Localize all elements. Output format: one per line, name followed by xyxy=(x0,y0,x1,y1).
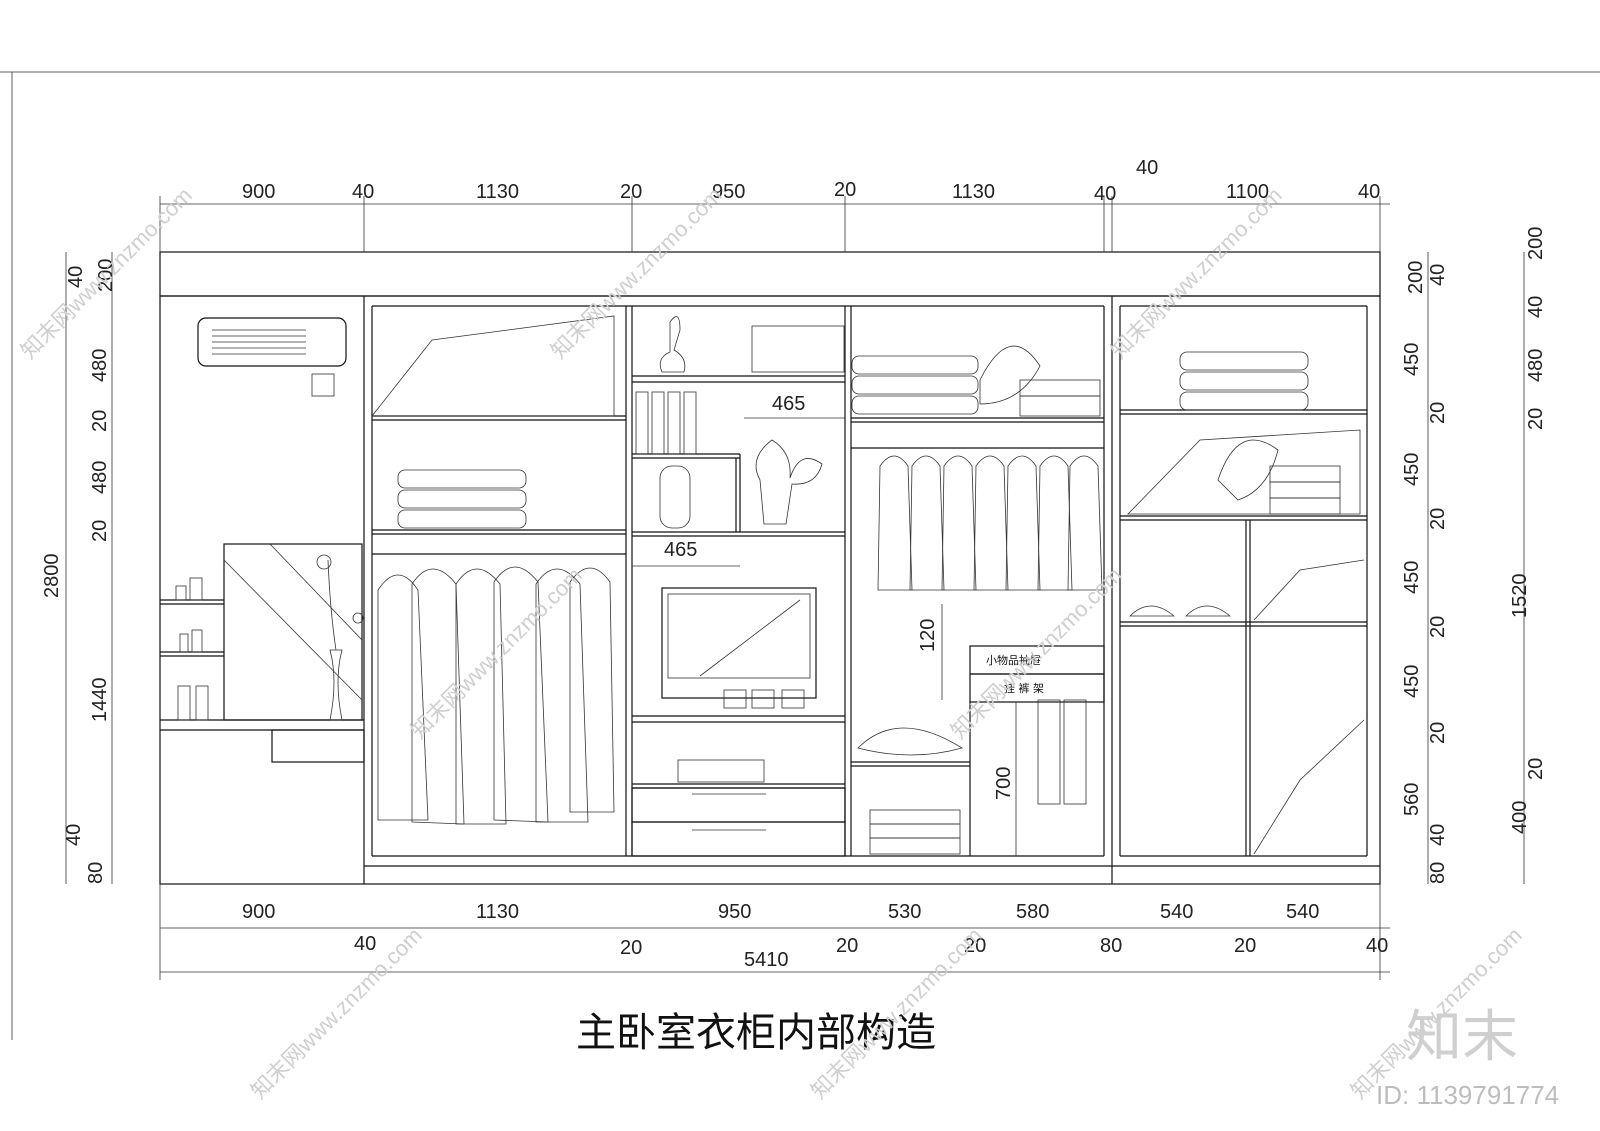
watermark-text-1: 知末网www.znzmo.com xyxy=(16,182,197,363)
dim-right-inner-10: 560 xyxy=(1401,783,1423,816)
dim-left-5: 20 xyxy=(89,520,111,542)
dvd-player xyxy=(677,759,765,783)
dim-left-0: 40 xyxy=(65,266,87,288)
dim-right-inner-3: 20 xyxy=(1427,402,1449,424)
dim-bottom2-1: 20 xyxy=(620,937,642,959)
dim-bottom1-1: 1130 xyxy=(476,901,519,923)
dim-top-0: 900 xyxy=(242,181,275,203)
dim-right-outer-4: 1520 xyxy=(1509,574,1531,619)
dim-left-6: 1440 xyxy=(89,678,111,723)
dim-left-7: 40 xyxy=(63,824,85,846)
dim-bottom1-3: 530 xyxy=(888,901,921,923)
air-conditioner xyxy=(197,317,347,367)
dim-overall-width: 5410 xyxy=(744,949,789,971)
dim-bottom1-5: 540 xyxy=(1160,901,1193,923)
vanity-section xyxy=(160,317,365,763)
rack-label: 挂 裤 架 xyxy=(1004,681,1044,695)
tv-drawer-2 xyxy=(631,821,846,857)
dim-top-7: 40 xyxy=(1094,183,1116,205)
right-outer-dimensions: 200 40 480 20 1520 20 400 xyxy=(1509,227,1547,834)
dim-bottom1-6: 540 xyxy=(1286,901,1319,923)
dim-right-inner-4: 450 xyxy=(1401,453,1423,486)
watermark-text-6: 知末网www.znzmo.com xyxy=(246,922,427,1103)
top-dimensions: 900 40 1130 20 950 20 1130 40 40 1100 40 xyxy=(242,157,1380,205)
dim-right-outer-0: 200 xyxy=(1525,227,1547,260)
television xyxy=(661,587,817,699)
dim-internal-2: 120 xyxy=(917,619,939,652)
cabinet-dividers xyxy=(363,296,1368,884)
tv-drawer-1 xyxy=(631,787,846,823)
dim-top-6: 1130 xyxy=(952,181,995,203)
dim-bottom1-4: 580 xyxy=(1016,901,1049,923)
dim-overall-height: 2800 xyxy=(41,554,63,599)
watermark-text-3: 知末网www.znzmo.com xyxy=(1106,182,1287,363)
dim-right-outer-3: 20 xyxy=(1525,408,1547,430)
dim-right-inner-7: 20 xyxy=(1427,616,1449,638)
wardrobe-outline xyxy=(159,295,1381,885)
dim-bottom2-0: 40 xyxy=(354,933,376,955)
hanging-section-1 xyxy=(371,315,626,825)
dim-top-4: 950 xyxy=(712,181,745,203)
dim-right-inner-2: 450 xyxy=(1401,343,1423,376)
trouser-rack xyxy=(969,673,1105,703)
internal-dimensions: 465 465 120 700 xyxy=(632,393,1017,856)
dim-right-inner-5: 20 xyxy=(1427,508,1449,530)
drawer-label: 小物品抽屉 xyxy=(986,653,1041,667)
dim-left-4: 480 xyxy=(89,461,111,494)
tv-section xyxy=(631,316,846,857)
dim-internal-3: 700 xyxy=(993,767,1015,800)
dim-right-inner-0: 200 xyxy=(1405,261,1427,294)
dim-bottom2-6: 40 xyxy=(1366,935,1388,957)
dim-bottom2-2: 20 xyxy=(836,935,858,957)
dim-internal-0: 465 xyxy=(772,393,805,415)
dim-top-5: 20 xyxy=(834,179,856,201)
dim-right-inner-11: 40 xyxy=(1427,824,1449,846)
dim-right-inner-1: 40 xyxy=(1427,264,1449,286)
right-column-section xyxy=(1120,351,1367,856)
dim-left-1: 200 xyxy=(95,259,117,292)
drawing-title: 主卧室衣柜内部构造 xyxy=(576,1010,936,1056)
dim-right-inner-6: 450 xyxy=(1401,561,1423,594)
left-dimensions: 40 200 480 20 480 20 1440 40 80 2800 xyxy=(41,259,117,884)
dim-top-9: 1100 xyxy=(1226,181,1269,203)
dim-bottom2-4: 80 xyxy=(1100,935,1122,957)
dim-right-outer-2: 480 xyxy=(1525,349,1547,382)
dim-right-inner-12: 80 xyxy=(1427,862,1449,884)
dim-right-inner-9: 20 xyxy=(1427,722,1449,744)
vanity-drawer xyxy=(271,729,365,763)
right-inner-dimensions: 200 40 450 20 450 20 450 20 450 20 560 4… xyxy=(1401,261,1449,884)
dim-right-outer-1: 40 xyxy=(1525,296,1547,318)
dim-internal-1: 465 xyxy=(664,539,697,561)
dim-top-1: 40 xyxy=(352,181,374,203)
watermark-text-4: 知末网www.znzmo.com xyxy=(406,562,587,743)
dim-bottom2-3: 20 xyxy=(964,935,986,957)
dim-bottom1-2: 950 xyxy=(718,901,751,923)
dim-right-outer-6: 400 xyxy=(1509,801,1531,834)
dim-top-3: 20 xyxy=(620,181,642,203)
dim-right-outer-5: 20 xyxy=(1525,758,1547,780)
dim-bottom1-0: 900 xyxy=(242,901,275,923)
dim-right-inner-8: 450 xyxy=(1401,665,1423,698)
dim-left-2: 480 xyxy=(89,349,111,382)
dim-left-8: 80 xyxy=(85,862,107,884)
dim-top-10: 40 xyxy=(1358,181,1380,203)
watermark-logo: 知末 xyxy=(1406,1005,1518,1070)
bottom-dimensions: 900 1130 950 530 580 540 540 40 20 20 20… xyxy=(242,901,1388,971)
watermark-text-2: 知末网www.znzmo.com xyxy=(546,182,727,363)
hanging-section-2 xyxy=(851,345,1105,856)
dim-left-3: 20 xyxy=(89,410,111,432)
dim-top-8: 40 xyxy=(1136,157,1158,179)
dim-bottom2-5: 20 xyxy=(1234,935,1256,957)
dimension-lines xyxy=(65,196,1525,980)
image-id: ID: 1139791774 xyxy=(1376,1080,1559,1110)
power-socket xyxy=(311,373,335,397)
dim-top-2: 1130 xyxy=(476,181,519,203)
